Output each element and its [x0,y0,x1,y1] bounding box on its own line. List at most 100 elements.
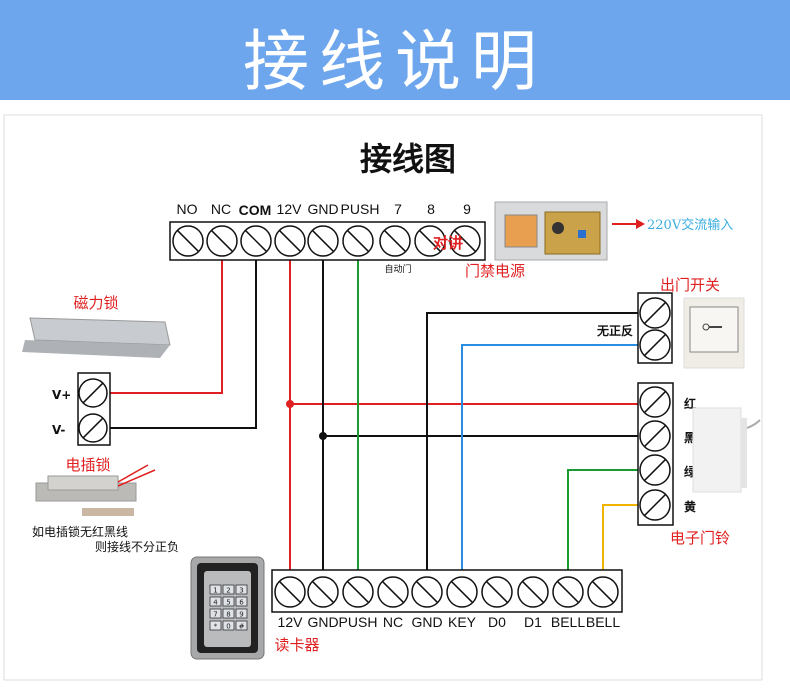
screw-terminal-icon [78,378,108,408]
screw-terminals [78,225,671,608]
keypad-key [235,620,248,631]
keypad-key [235,596,248,607]
mag-lock-terminal-label: V+ [52,388,71,402]
diagram-title: 接线图 [360,140,456,178]
screw-terminal-icon [552,576,584,608]
screw-terminal-icon [274,225,306,257]
reader-terminal-label: BELL [586,614,620,630]
terminal-label: 9 [463,201,471,217]
screw-terminal-icon [517,576,549,608]
screw-terminal-icon [307,225,339,257]
screw-terminal-icon [587,576,619,608]
junction-dot [319,432,327,440]
keypad-key-label: # [239,623,245,631]
screw-terminal-icon [446,576,478,608]
screw-terminal-icon [639,420,671,452]
bolt-lock-note-1: 如电插锁无红黑线 [32,524,128,539]
keypad-key [235,584,248,595]
reader-terminal-label: D0 [488,614,506,630]
screw-terminal-icon [274,576,306,608]
doorbell-label: 电子门铃 [670,529,730,547]
reader-terminal-label: GND [411,614,442,630]
terminal-label: GND [307,201,338,217]
wire-gnd-exit [426,312,640,577]
reader-label: 读卡器 [274,636,319,654]
keypad-key-label: 6 [239,599,244,607]
keypad-key-label: 1 [213,587,217,595]
keypad-key [209,620,222,631]
keypad-key [222,608,235,619]
screw-terminal-icon [307,576,339,608]
controller-terminal-labels: NO NC COM 12V GND PUSH 7 8 9 [177,201,472,218]
intercom-label: 对讲 [433,234,463,252]
reader-terminal-label: D1 [524,614,542,630]
screw-terminal-icon [377,576,409,608]
keypad-key [222,620,235,631]
screw-terminal-icon [639,386,671,418]
mag-lock-terminal-label: V- [52,423,65,437]
exit-switch-label: 出门开关 [660,276,720,294]
exit-button-image [683,297,745,369]
header-banner: 接线说明 [0,0,790,100]
wire-nc-vplus [110,256,223,394]
power-supply-image [494,201,608,261]
reader-terminal-label: NC [383,614,403,630]
screw-terminal-icon [411,576,443,608]
screw-terminal-icon [639,489,671,521]
terminal-label: 7 [394,201,402,217]
terminal-label: COM [239,202,272,218]
wire-com-vminus [110,256,257,429]
keypad-key [209,584,222,595]
keypad-key-label: * [214,623,218,631]
screw-terminal-icon [342,576,374,608]
bolt-lock-image [35,464,156,516]
keypad-key-label: 3 [239,587,243,595]
terminal-label: NC [211,201,231,217]
wire-key-exit [461,344,640,577]
bolt-lock-label: 电插锁 [65,456,110,474]
arrow-right-icon [636,219,645,229]
keypad-key [235,608,248,619]
keypad-key [209,608,222,619]
bell-terminal-label: 黄 [684,499,696,514]
keypad-key-label: 9 [239,611,243,619]
screw-terminal-icon [449,225,481,257]
screw-terminal-icon [379,225,411,257]
screw-terminal-icon [206,225,238,257]
ac-input-label: 220V交流输入 [647,217,733,233]
screw-terminal-icon [639,329,671,361]
terminal-label: 8 [427,201,435,217]
wire-bell-green [567,469,640,577]
auto-door-label: 自动门 [384,263,411,275]
screw-terminal-icon [481,576,513,608]
diagram-frame [3,114,763,681]
bell-terminal-label: 红 [684,396,696,411]
screw-terminal-icon [414,225,446,257]
reader-terminal-label: PUSH [339,614,378,630]
mag-lock-image [22,317,171,358]
keypad-key-label: 4 [213,599,218,607]
doorbell-image [692,407,761,493]
reader-terminal-label: 12V [278,614,304,630]
page-title: 接线说明 [243,23,547,100]
screw-terminal-icon [240,225,272,257]
keypad-key [222,596,235,607]
reader-terminal-label: BELL [551,614,585,630]
terminal-label: PUSH [341,201,380,217]
mag-lock-label: 磁力锁 [73,294,118,312]
screw-terminal-icon [639,454,671,486]
junction-dot [286,400,294,408]
terminal-label: 12V [277,201,303,217]
terminal-label: NO [177,201,198,217]
keypad-key [209,596,222,607]
wire-bell-yellow [602,504,640,577]
bolt-lock-note-2: 则接线不分正负 [95,539,179,554]
screw-terminal-icon [639,297,671,329]
wires [110,256,640,577]
screw-terminal-icon [78,413,108,443]
keypad-key-label: 5 [226,599,230,607]
keypad-key-label: 0 [226,623,230,631]
